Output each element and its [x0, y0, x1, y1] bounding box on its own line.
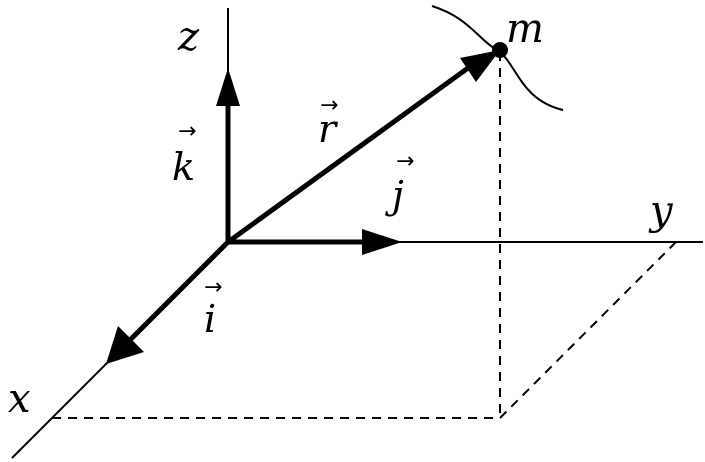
- vector-j-arrow-mark: →: [396, 149, 414, 174]
- vector-i-arrowhead: [106, 326, 144, 364]
- vector-r-shaft: [225, 65, 471, 245]
- mass-label: m: [506, 6, 544, 52]
- vector-r-arrow-mark: →: [320, 93, 338, 118]
- vector-r-label: r: [318, 107, 339, 151]
- vector-i-shaft: [127, 239, 231, 343]
- vector-i-arrow-mark: →: [204, 275, 222, 300]
- axis-x-label: x: [8, 376, 31, 422]
- vector-k-arrow-mark: →: [178, 119, 196, 144]
- mass-point: [492, 42, 508, 58]
- axis-y-label: y: [648, 188, 674, 234]
- vector-r-arrowhead: [460, 50, 500, 82]
- axis-z-label: z: [177, 14, 200, 60]
- vector-j-arrowhead: [362, 229, 402, 255]
- vector-k-label: k: [172, 145, 195, 189]
- vector-i-label: i: [204, 297, 216, 341]
- vector-k-arrowhead: [216, 68, 240, 106]
- projection-diagonal: [499, 241, 677, 419]
- vector-j-label: j: [385, 173, 404, 217]
